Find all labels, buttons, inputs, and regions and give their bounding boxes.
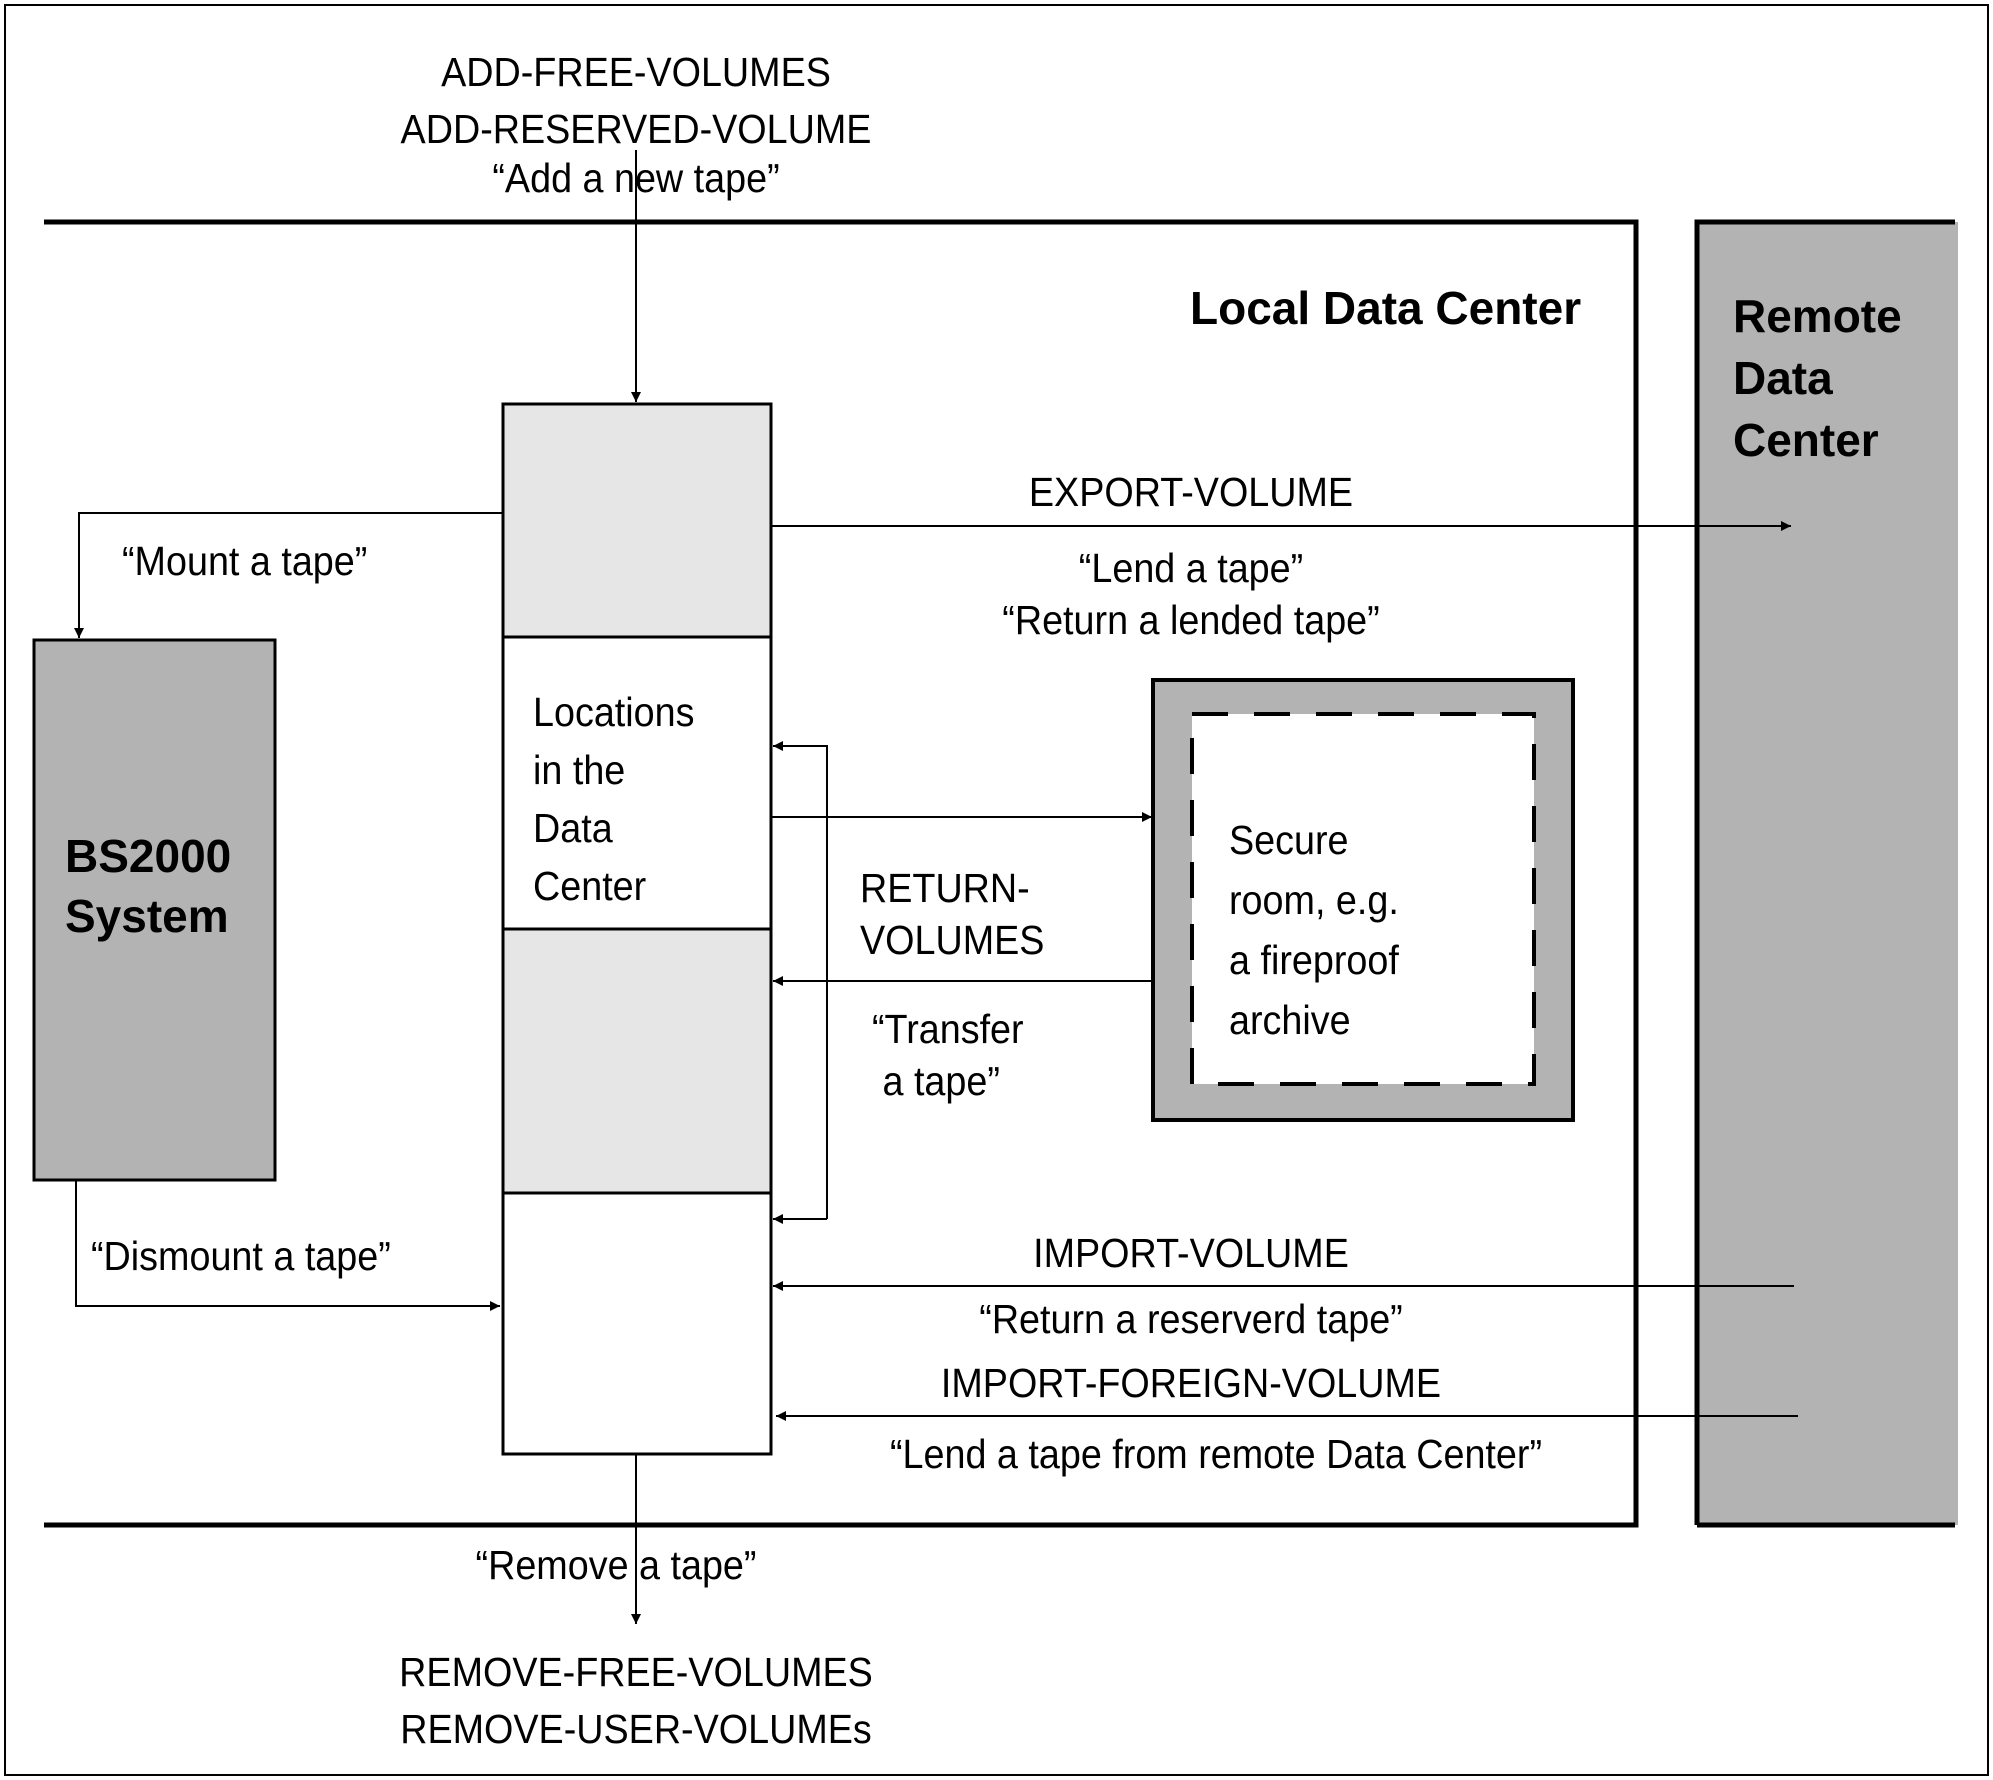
remove-commands: REMOVE-FREE-VOLUMES REMOVE-USER-VOLUMEs [360,1644,912,1758]
secure-room-title: Secure room, e.g. a fireproof archive [1229,817,1399,1043]
locations-seg-1 [501,402,773,639]
bs2000-box [32,638,277,1182]
locations-seg-4 [501,1191,773,1456]
remove-free-volumes-cmd: REMOVE-FREE-VOLUMES [399,1649,873,1695]
outer-frame [4,4,1989,1776]
locations-title: Locations in the Data Center [533,689,695,909]
return-volumes-label: RETURN- VOLUMES [860,865,1045,963]
remove-tape-caption: “Remove a tape” [475,1542,757,1588]
add-commands: ADD-FREE-VOLUMES ADD-RESERVED-VOLUME [360,44,912,158]
remote-data-center-border [1694,219,1955,1525]
lend-tape-label: “Lend a tape” [1078,545,1304,591]
add-tape-caption: “Add a new tape” [492,155,780,201]
local-data-center-title: Local Data Center [1190,282,1582,334]
internal-loop-up-arrow [773,741,828,1219]
locations-seg-2 [501,635,773,931]
mount-tape-label: “Mount a tape” [122,538,368,584]
transfer-tape-label: “Transfer a tape” [872,1006,1024,1104]
remove-user-volumes-cmd: REMOVE-USER-VOLUMEs [400,1706,872,1752]
return-reserved-tape-label: “Return a reserverd tape” [979,1296,1403,1342]
bs2000-system-title: BS2000 System [65,830,232,942]
secure-room-inner [1190,712,1536,1086]
dismount-tape-label: “Dismount a tape” [91,1233,391,1279]
import-volume-label: IMPORT-VOLUME [1033,1230,1349,1276]
add-reserved-volume-cmd: ADD-RESERVED-VOLUME [400,106,872,152]
import-foreign-volume-label: IMPORT-FOREIGN-VOLUME [940,1360,1442,1406]
remote-data-center-box [1697,222,1958,1525]
export-volume-label: EXPORT-VOLUME [1028,469,1354,515]
return-lended-tape-label: “Return a lended tape” [1002,597,1380,643]
locations-seg-3 [501,927,773,1195]
lend-tape-remote-label: “Lend a tape from remote Data Center” [889,1431,1543,1477]
mount-tape-arrow [74,512,503,638]
remote-data-center-title: Remote Data Center [1733,290,1902,466]
dismount-tape-arrow [75,1180,500,1311]
add-free-volumes-cmd: ADD-FREE-VOLUMES [441,49,831,95]
local-data-center-border [44,219,1639,1528]
